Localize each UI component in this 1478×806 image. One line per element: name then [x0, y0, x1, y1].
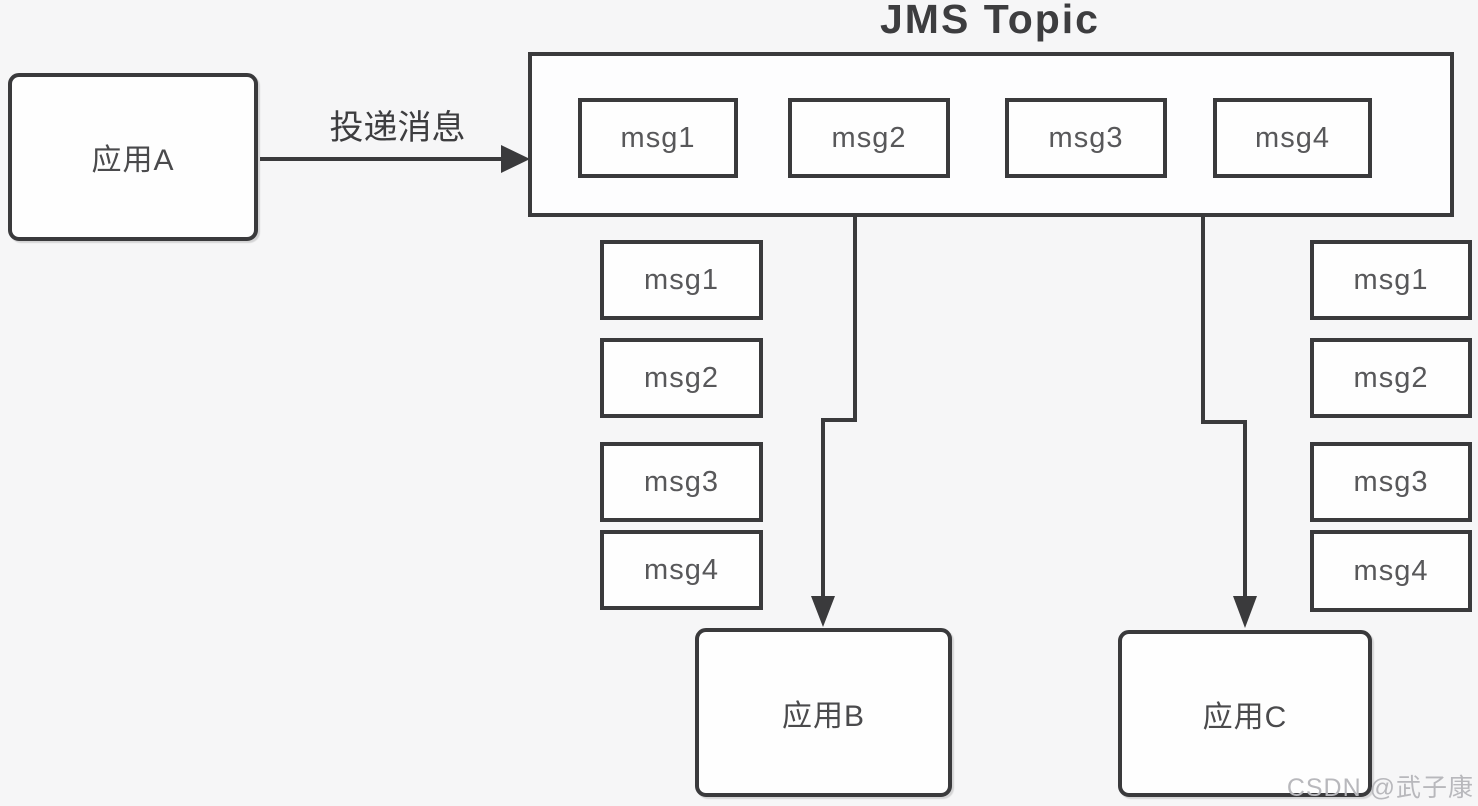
- right-queue-msg-box-3: msg3: [1310, 442, 1472, 522]
- consumer-c-label: 应用C: [1202, 700, 1288, 734]
- topic-msg-box-2: msg2: [788, 98, 950, 178]
- csdn-watermark: CSDN @武子康: [1286, 774, 1474, 802]
- consumer-box-app-b: 应用B: [695, 628, 952, 797]
- producer-label: 应用A: [91, 144, 175, 177]
- topic-msg-box-4: msg4: [1213, 98, 1372, 178]
- right-queue-msg-box-4: msg4: [1310, 530, 1472, 612]
- branch-arrow-to-c: [1201, 217, 1257, 628]
- deliver-arrow-label: 投递消息: [329, 109, 466, 147]
- topic-msg-box-3: msg3: [1005, 98, 1167, 178]
- right-queue-msg-box-1: msg1: [1310, 240, 1472, 320]
- jms-topic-title: JMS Topic: [880, 0, 1100, 42]
- consumer-b-label: 应用B: [781, 699, 865, 733]
- left-queue-msg-box-4: msg4: [600, 530, 763, 610]
- left-queue-msg-box-2: msg2: [600, 338, 763, 418]
- branch-arrow-to-b: [811, 217, 857, 627]
- consumer-box-app-c: 应用C: [1118, 630, 1372, 797]
- topic-msg-box-1: msg1: [578, 98, 738, 178]
- deliver-arrow: [260, 145, 530, 173]
- producer-box-app-a: 应用A: [8, 73, 258, 241]
- right-queue-msg-box-2: msg2: [1310, 338, 1472, 418]
- left-queue-msg-box-3: msg3: [600, 442, 763, 522]
- left-queue-msg-box-1: msg1: [600, 240, 763, 320]
